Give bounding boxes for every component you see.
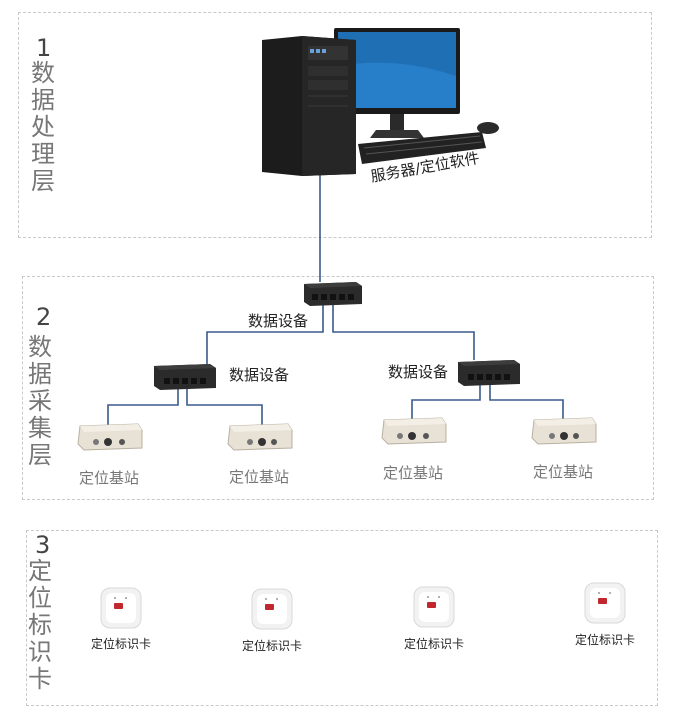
- layer-2-name: 数据采集层: [28, 333, 52, 469]
- base-station-2-label: 定位基站: [229, 468, 290, 486]
- switch-left-label: 数据设备: [229, 366, 290, 384]
- base-station-1: [77, 423, 143, 451]
- wire-left-switch-to-bs2: [186, 388, 263, 432]
- wire-top-to-left-switch: [206, 305, 324, 364]
- tag-card-2-label: 定位标识卡: [242, 639, 303, 653]
- tag-card-4-label: 定位标识卡: [575, 633, 636, 647]
- layer-box-collection: [22, 276, 654, 500]
- base-station-4-label: 定位基站: [533, 463, 594, 481]
- layer-box-processing: [18, 12, 652, 238]
- base-station-4: [531, 417, 597, 445]
- server-computer: [262, 28, 499, 176]
- base-station-2: [227, 423, 293, 451]
- layer-3-name: 定位标识卡: [28, 557, 52, 693]
- layer-3-number: 3: [35, 531, 51, 559]
- switch-top-label: 数据设备: [248, 312, 309, 330]
- switch-top: [304, 282, 362, 306]
- wire-left-switch-to-bs1: [107, 388, 179, 432]
- tag-card-2: [251, 588, 293, 630]
- wire-right-switch-to-bs3: [411, 385, 481, 426]
- switch-right: [458, 360, 520, 386]
- wire-top-to-right-switch: [332, 305, 475, 360]
- base-station-3-label: 定位基站: [383, 464, 444, 482]
- layer-2-number: 2: [36, 303, 52, 331]
- tag-card-1: [100, 587, 142, 629]
- layer-1-number: 1: [36, 34, 52, 62]
- base-station-1-label: 定位基站: [79, 469, 140, 487]
- tag-card-3-label: 定位标识卡: [404, 637, 465, 651]
- tag-card-1-label: 定位标识卡: [91, 637, 152, 651]
- wire-right-switch-to-bs4: [489, 385, 564, 426]
- base-station-3: [381, 417, 447, 445]
- switch-right-label: 数据设备: [388, 363, 449, 381]
- layer-1-name: 数据处理层: [31, 59, 55, 195]
- tag-card-3: [413, 586, 455, 628]
- layer-box-tags: [26, 530, 658, 706]
- tag-card-4: [584, 582, 626, 624]
- switch-left: [154, 364, 216, 390]
